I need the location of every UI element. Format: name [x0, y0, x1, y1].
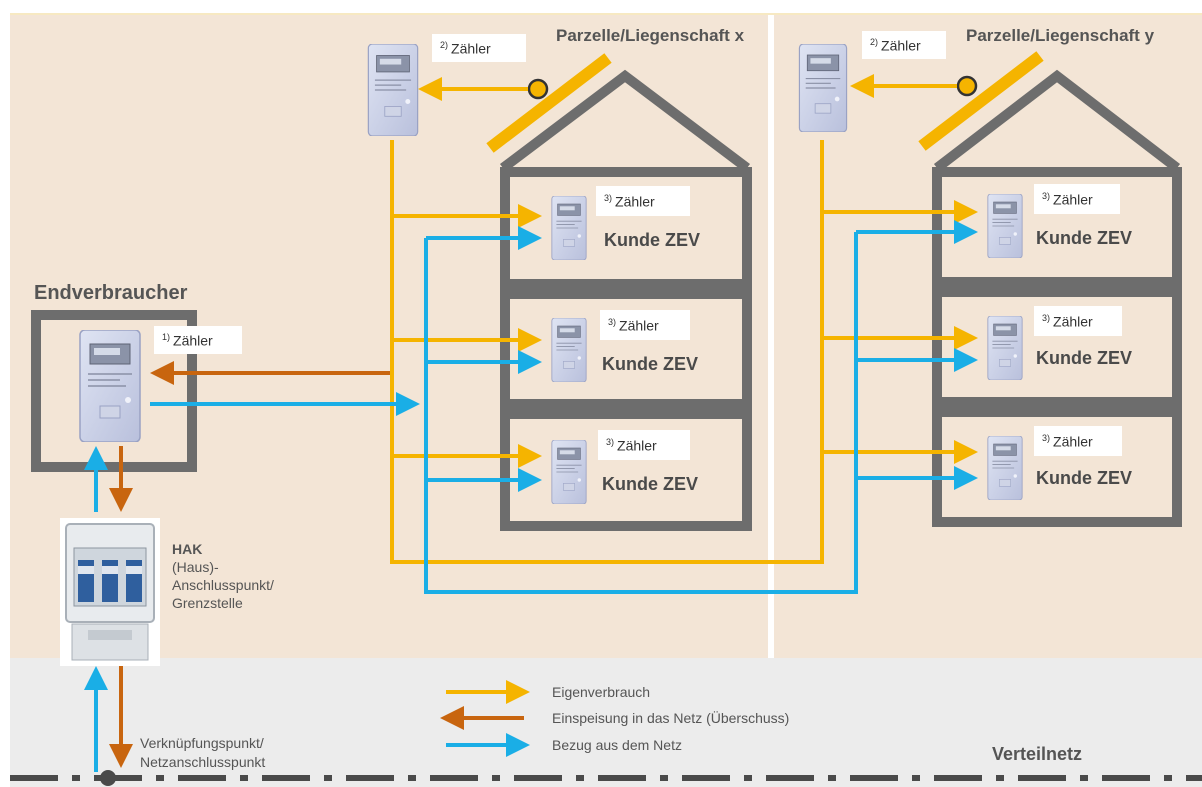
meter-production-y-icon [799, 44, 846, 132]
hak-title: HAK [172, 540, 312, 558]
zaehler-label-x-2: 3)Zähler [600, 310, 690, 340]
kunde-x-2-label: Kunde ZEV [602, 354, 698, 375]
connection-box-icon [60, 518, 160, 666]
meter-y-3-icon [988, 436, 1022, 500]
kunde-y-1-label: Kunde ZEV [1036, 228, 1132, 249]
meter-endverbraucher-icon [80, 330, 140, 442]
verknuepfung-line-1: Verknüpfungspunkt/ [140, 734, 265, 753]
zaehler-label-y-2: 3)Zähler [1034, 306, 1122, 336]
inverter-x-icon [529, 80, 547, 98]
zaehler-label-x-1: 3)Zähler [596, 186, 690, 216]
kunde-x-3-label: Kunde ZEV [602, 474, 698, 495]
meter-y-2-icon [988, 316, 1022, 380]
hak-line-3: Grenzstelle [172, 594, 312, 612]
zaehler-label-endverbraucher: 1)Zähler [154, 326, 242, 354]
parzelle-y-title: Parzelle/Liegenschaft y [966, 26, 1154, 46]
verknuepfung-line-2: Netzanschlusspunkt [140, 753, 265, 772]
legend-bezug: Bezug aus dem Netz [552, 737, 682, 753]
parzelle-x-title: Parzelle/Liegenschaft x [556, 26, 744, 46]
meter-y-1-icon [988, 194, 1022, 258]
legend-eigenverbrauch: Eigenverbrauch [552, 684, 650, 700]
meter-x-3-icon [552, 440, 586, 504]
kunde-y-2-label: Kunde ZEV [1036, 348, 1132, 369]
hak-description: HAK (Haus)- Anschlusspunkt/ Grenzstelle [172, 540, 312, 612]
zaehler-label-y-1: 3)Zähler [1034, 184, 1120, 214]
meter-x-2-icon [552, 318, 586, 382]
zaehler-label-production-x: 2)Zähler [432, 34, 526, 62]
verteilnetz-label: Verteilnetz [992, 744, 1082, 765]
zaehler-label-x-3: 3)Zähler [598, 430, 690, 460]
zaehler-label-y-3: 3)Zähler [1034, 426, 1122, 456]
inverter-y-icon [958, 77, 976, 95]
legend-einspeisung: Einspeisung in das Netz (Überschuss) [552, 710, 789, 726]
verknuepfungspunkt-label: Verknüpfungspunkt/ Netzanschlusspunkt [140, 734, 265, 772]
endverbraucher-title: Endverbraucher [34, 282, 187, 305]
connection-point-icon [100, 770, 116, 786]
kunde-x-1-label: Kunde ZEV [604, 230, 700, 251]
hak-line-1: (Haus)- [172, 558, 312, 576]
kunde-y-3-label: Kunde ZEV [1036, 468, 1132, 489]
meter-production-x-icon [368, 44, 417, 136]
meter-x-1-icon [552, 196, 586, 260]
zaehler-label-production-y: 2)Zähler [862, 31, 946, 59]
hak-line-2: Anschlusspunkt/ [172, 576, 312, 594]
